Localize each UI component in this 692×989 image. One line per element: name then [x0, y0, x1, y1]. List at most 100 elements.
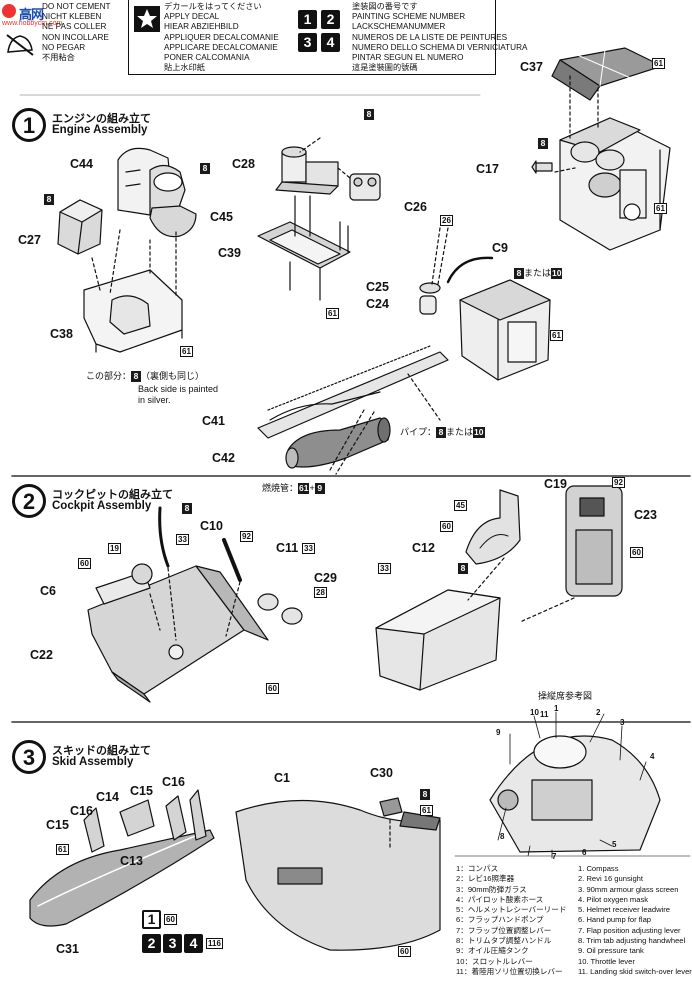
watermark-text: www.hobbycm.com — [2, 20, 63, 27]
part-c38 — [83, 269, 183, 353]
legend-bar: 高 网 www.hobbycm.com DO NOT CEMENT NICHT … — [0, 0, 527, 86]
part-label-c17: C17 — [476, 162, 499, 176]
decal-icon — [134, 6, 160, 32]
color-chip-61-engine: 61 — [654, 203, 667, 214]
color-chip-26: 26 — [440, 215, 453, 226]
back-side-note-en: Back side is painted in silver. — [138, 384, 219, 405]
part-label-c11: C11 — [276, 541, 299, 555]
part-c29 — [257, 593, 303, 625]
color-chip-33-c12: 33 — [378, 563, 391, 574]
part-skid-bits — [83, 789, 207, 853]
color-chip-116-skid: 116 — [206, 938, 223, 949]
part-c41 — [257, 345, 449, 439]
scheme-num-4: 4 — [321, 33, 340, 52]
color-chip-61-mount: 61 — [550, 330, 563, 341]
color-chip-61-c37: 61 — [652, 58, 665, 69]
color-chip-61-c30: 61 — [420, 805, 433, 816]
part-c26 — [349, 173, 381, 201]
color-chip-92-c23: 92 — [612, 477, 625, 488]
watermark-logo: 高 网 www.hobbycm.com — [2, 4, 62, 44]
section-2-number: 2 — [12, 484, 46, 518]
part-label-c44: C44 — [70, 157, 93, 171]
part-label-c42: C42 — [212, 451, 235, 465]
skid-scheme-2: 2 — [142, 934, 161, 953]
section-3-title-jp: スキッドの組み立て — [52, 745, 151, 757]
color-chip-45-c19: 45 — [454, 500, 467, 511]
color-chip-19-c6: 19 — [108, 543, 121, 554]
part-label-c1: C1 — [274, 771, 290, 785]
section-3-title-en: Skid Assembly — [52, 756, 134, 768]
part-label-c13: C13 — [120, 854, 143, 868]
painting-scheme-icons: 1 2 3 4 — [296, 8, 348, 60]
color-chip-60-c1: 60 — [398, 946, 411, 957]
color-chip-61-c38: 61 — [180, 346, 193, 357]
part-label-c28: C28 — [232, 157, 255, 171]
section-2-title-jp: コックピットの組み立て — [52, 489, 173, 501]
color-chip-10-pipe: 10 — [473, 427, 485, 438]
part-label-c6: C6 — [40, 584, 56, 598]
scheme-num-1: 1 — [298, 10, 317, 29]
part-c22 — [87, 565, 269, 703]
skid-scheme-4: 4 — [184, 934, 203, 953]
no-cement-icon — [4, 32, 36, 58]
color-chip-9-exhaust: 9 — [314, 483, 325, 494]
part-label-c12: C12 — [412, 541, 435, 555]
part-label-c16-left: C16 — [70, 804, 93, 818]
color-chip-8-pipe: 8 — [436, 427, 447, 438]
color-chip-60-c6: 60 — [78, 558, 91, 569]
legend-decal: デカールをはってください APPLY DECAL HIEAR ABZIEHBIL… — [164, 2, 279, 73]
part-label-c39: C39 — [218, 246, 241, 260]
part-c28 — [275, 146, 339, 195]
part-label-c15-top: C15 — [130, 784, 153, 798]
part-c12-body — [375, 589, 501, 691]
color-chip-61-c39: 61 — [326, 308, 339, 319]
exhaust-note: 燃焼管：61+9 — [262, 483, 325, 494]
part-label-c16-top: C16 — [162, 775, 185, 789]
scheme-num-2: 2 — [321, 10, 340, 29]
color-chip-28-c29: 28 — [314, 587, 327, 598]
part-c1 — [235, 799, 441, 951]
part-label-c10: C10 — [200, 519, 223, 533]
part-label-c25: C25 — [366, 280, 389, 294]
section-2-title-en: Cockpit Assembly — [52, 500, 152, 512]
color-chip-60-skid: 60 — [164, 914, 177, 925]
part-label-c31: C31 — [56, 942, 79, 956]
part-c9 — [446, 256, 494, 284]
part-c23 — [565, 485, 623, 597]
part-c37-frame — [551, 47, 663, 101]
section-1-title-jp: エンジンの組み立て — [52, 113, 151, 125]
color-chip-33-c10: 33 — [176, 534, 189, 545]
color-chip-60-c22: 60 — [266, 683, 279, 694]
color-chip-8-c44: 8 — [200, 163, 210, 174]
color-chip-33-c11: 33 — [302, 543, 315, 554]
cockpit-ref-title: 操縦席参考図 — [538, 691, 593, 701]
color-chip-60-c19: 60 — [440, 521, 453, 532]
part-engine-mount — [459, 279, 551, 381]
legend-box — [128, 0, 496, 75]
color-chip-92-c11: 92 — [240, 531, 253, 542]
color-chip-8-c27: 8 — [44, 194, 54, 205]
skid-scheme-3: 3 — [163, 934, 182, 953]
color-chip-8-c9: 8 — [514, 268, 524, 279]
part-c39 — [257, 195, 351, 301]
scheme-num-3: 3 — [298, 33, 317, 52]
part-label-c26: C26 — [404, 200, 427, 214]
section-1-title-en: Engine Assembly — [52, 124, 148, 136]
part-c10 — [158, 506, 170, 568]
part-c31 — [29, 829, 215, 927]
part-c42 — [285, 417, 391, 469]
color-chip-8-c37: 8 — [364, 109, 374, 120]
part-label-c24: C24 — [366, 297, 389, 311]
color-chip-8-c17: 8 — [538, 138, 548, 149]
part-label-c38: C38 — [50, 327, 73, 341]
color-chip-8-c12: 8 — [458, 563, 468, 574]
color-chip-8-c30: 8 — [420, 789, 430, 800]
part-label-c30: C30 — [370, 766, 393, 780]
part-label-c45: C45 — [210, 210, 233, 224]
section-3-number: 3 — [12, 740, 46, 774]
part-label-c15-left: C15 — [46, 818, 69, 832]
back-side-note: この部分：8（裏側も同じ） — [86, 371, 205, 382]
